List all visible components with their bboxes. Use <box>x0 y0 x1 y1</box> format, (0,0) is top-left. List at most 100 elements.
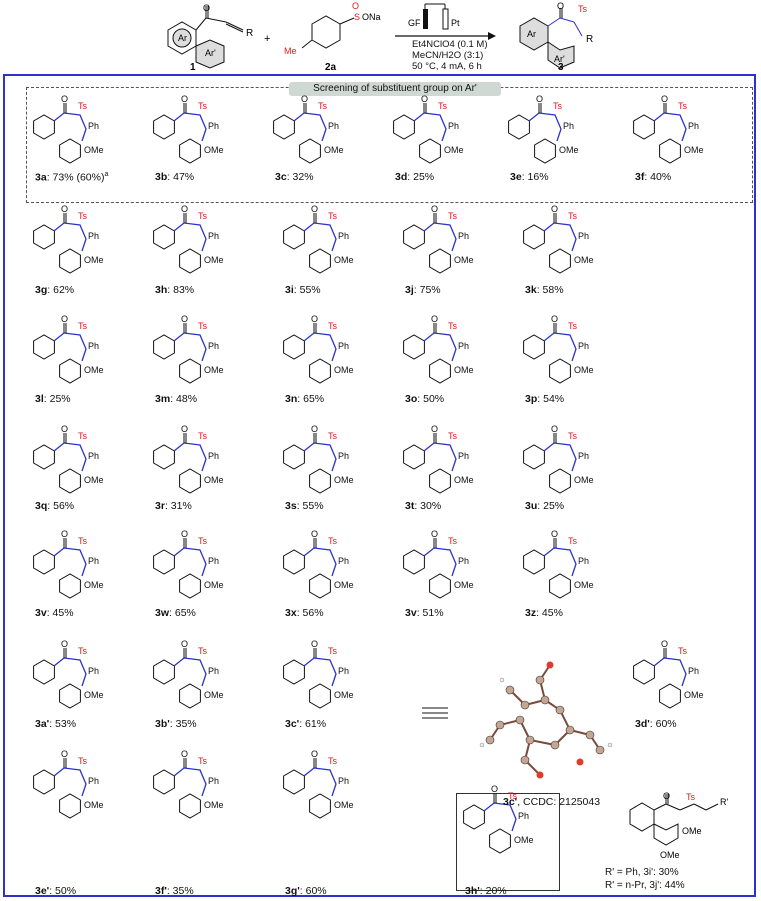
ome-group: OMe <box>334 800 354 810</box>
compound-id: 3v <box>405 607 417 619</box>
aryl-group: Ph <box>208 451 219 461</box>
compound-id: 3o <box>405 393 418 405</box>
compound-label: 3l: 25% <box>35 393 71 405</box>
compound-label: 3v: 51% <box>405 607 444 619</box>
anode-label: GF <box>408 18 421 28</box>
compound-yield: : 73% (60%) <box>46 171 105 184</box>
compound-id: 3w <box>155 607 170 619</box>
aryl-group: Ph <box>563 121 574 131</box>
compound-label: 3g': 60% <box>285 885 327 897</box>
carbonyl-O: O <box>311 639 318 649</box>
scope-frame <box>3 74 756 897</box>
compound-yield: : 58% <box>536 284 564 296</box>
carbonyl-O: O <box>551 204 558 214</box>
compound-id: 3f' <box>155 885 167 897</box>
compound-label: 3p: 54% <box>525 393 564 405</box>
compound-label: 3a': 53% <box>35 718 76 730</box>
ts-group: Ts <box>448 536 458 546</box>
ts-group: Ts <box>568 211 578 221</box>
ts-group: Ts <box>508 791 518 801</box>
aryl-group: Ph <box>578 231 589 241</box>
compound-id: 3t <box>405 500 415 512</box>
aryl-group: Ph <box>338 451 349 461</box>
ts-group: Ts <box>78 646 88 656</box>
ome-group: OMe <box>574 580 594 590</box>
carbonyl-O: O <box>311 204 318 214</box>
ts-group: Ts <box>198 756 208 766</box>
ts-group: Ts <box>328 211 338 221</box>
compound-yield: : 25% <box>407 171 435 183</box>
compound-id: 3u <box>525 500 538 512</box>
aryl-group: Ph <box>338 666 349 676</box>
compound-id: 3e' <box>35 885 50 897</box>
ome-group: OMe <box>444 145 464 155</box>
compound-label: 3h': 20% <box>465 885 507 897</box>
ome-group: OMe <box>514 835 534 845</box>
compound-id: 3m <box>155 393 171 405</box>
aryl-group: Ph <box>208 776 219 786</box>
compound-id: 3n <box>285 393 298 405</box>
reactant2-S: S <box>354 12 360 22</box>
compound-yield: : 48% <box>170 393 198 405</box>
ome-group: OMe <box>454 580 474 590</box>
reactant-1-structure <box>167 6 244 69</box>
reactant2-Me: Me <box>284 46 297 56</box>
compound-label: 3v: 45% <box>35 607 74 619</box>
reactant2-O: O <box>352 1 359 11</box>
ts-group: Ts <box>318 101 328 111</box>
ome-group: OMe <box>334 365 354 375</box>
aryl-group: Ph <box>208 666 219 676</box>
ome-group: OMe <box>454 475 474 485</box>
ome-group: OMe <box>324 145 344 155</box>
compound-label: 3h: 83% <box>155 284 194 296</box>
carbonyl-O: O <box>61 529 68 539</box>
reactant-2a-structure <box>301 15 355 49</box>
reactant2-ONa: ONa <box>362 12 381 22</box>
carbonyl-O: O <box>661 639 668 649</box>
compound-yield: : 83% <box>167 284 195 296</box>
ome-group: OMe <box>204 580 224 590</box>
compound-yield: : 50% <box>417 393 445 405</box>
compound-yield: : 32% <box>286 171 314 183</box>
compound-label: 3f: 40% <box>635 171 671 183</box>
ts-group: Ts <box>678 646 688 656</box>
compound-label: 3b: 47% <box>155 171 194 183</box>
ring-arp-label: Ar' <box>205 48 216 58</box>
carbonyl-O: O <box>491 784 498 794</box>
compound-yield: : 35% <box>166 885 194 897</box>
compound-label: 3q: 56% <box>35 500 74 512</box>
aryl-group: Ph <box>88 341 99 351</box>
reaction-arrowhead <box>488 32 496 40</box>
ome-group: OMe <box>454 365 474 375</box>
condition-temp-current-time: 50 °C, 4 mA, 6 h <box>412 61 482 72</box>
carbonyl-O: O <box>551 314 558 324</box>
compound-yield: : 31% <box>164 500 192 512</box>
compound-id: 3z <box>525 607 537 619</box>
aryl-group: Ph <box>688 666 699 676</box>
compound-id: 3h <box>155 284 168 296</box>
compound-label: 3n: 65% <box>285 393 324 405</box>
carbonyl-O: O <box>61 314 68 324</box>
carbonyl-O: O <box>551 529 558 539</box>
compound-label: 3w: 65% <box>155 607 196 619</box>
carbonyl-O: O <box>181 94 188 104</box>
aryl-group: Ph <box>338 556 349 566</box>
ome-group: OMe <box>84 365 104 375</box>
compound-yield: : 16% <box>521 171 549 183</box>
carbonyl-O: O <box>181 749 188 759</box>
ome-group: OMe <box>204 145 224 155</box>
aryl-group: Ph <box>688 121 699 131</box>
